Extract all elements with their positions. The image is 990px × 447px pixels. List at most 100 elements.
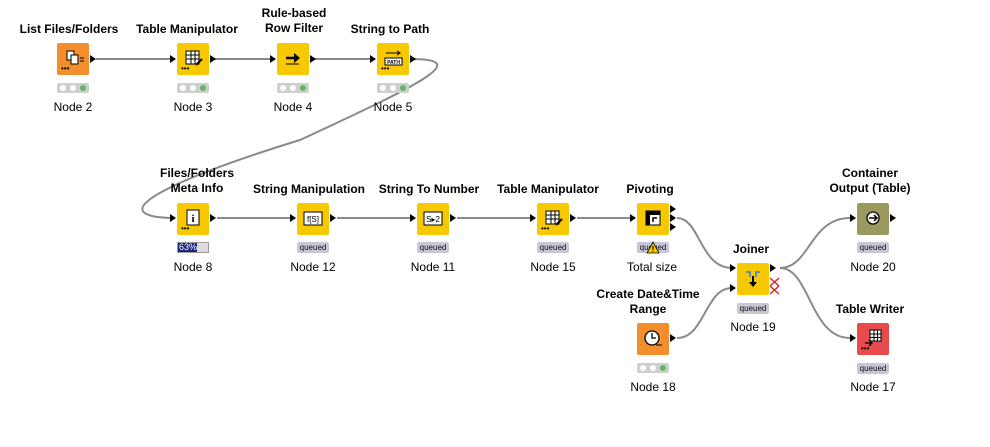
output-port[interactable] bbox=[890, 214, 896, 222]
node-icon-box[interactable] bbox=[637, 203, 669, 235]
output-port-3[interactable] bbox=[670, 223, 676, 231]
node-icon-box[interactable]: i ••• bbox=[177, 203, 209, 235]
node-icon-box[interactable] bbox=[737, 263, 769, 295]
input-port[interactable] bbox=[370, 55, 376, 63]
node-title: Create Date&Time Range bbox=[596, 287, 700, 316]
input-port[interactable] bbox=[170, 55, 176, 63]
node-title: List Files/Folders bbox=[19, 22, 119, 36]
progress-bar: 63% bbox=[177, 242, 209, 253]
output-port[interactable] bbox=[410, 55, 416, 63]
warning-icon[interactable]: ! bbox=[646, 241, 660, 254]
traffic-light bbox=[637, 363, 669, 373]
input-port[interactable] bbox=[270, 55, 276, 63]
output-port[interactable] bbox=[770, 264, 776, 272]
join-icon bbox=[746, 271, 760, 287]
input-port-2[interactable] bbox=[730, 284, 736, 292]
node-label[interactable]: Total size bbox=[626, 260, 678, 274]
traffic-light bbox=[177, 83, 209, 93]
node-icon-box[interactable]: f[S] bbox=[297, 203, 329, 235]
node-title: Joiner bbox=[732, 242, 769, 256]
traffic-light bbox=[377, 83, 409, 93]
node-label[interactable]: Node 15 bbox=[530, 260, 576, 274]
input-port[interactable] bbox=[170, 214, 176, 222]
node-icon-box[interactable]: ••• bbox=[177, 43, 209, 75]
node-label[interactable]: Node 19 bbox=[730, 320, 776, 334]
node-icon-box[interactable] bbox=[857, 203, 889, 235]
node-title: Container Output (Table) bbox=[829, 166, 911, 195]
node-label[interactable]: Node 2 bbox=[53, 100, 93, 114]
input-port[interactable] bbox=[290, 214, 296, 222]
string-function-icon: f[S] bbox=[303, 211, 323, 226]
output-port-1[interactable] bbox=[670, 205, 676, 213]
node-label[interactable]: Node 20 bbox=[850, 260, 896, 274]
node-title: Table Manipulator bbox=[136, 22, 238, 36]
node-title: String to Path bbox=[350, 22, 430, 36]
node-title: Table Writer bbox=[835, 302, 905, 316]
progress-text: 63% bbox=[179, 242, 198, 252]
node-icon-box[interactable]: PATH ••• bbox=[377, 43, 409, 75]
node-menu-dots[interactable]: ••• bbox=[61, 64, 70, 73]
node-icon-box[interactable]: ••• bbox=[857, 323, 889, 355]
node-menu-dots[interactable]: ••• bbox=[541, 224, 550, 233]
string-to-number-icon-text: S▸2 bbox=[426, 215, 440, 224]
input-port[interactable] bbox=[850, 214, 856, 222]
node-title: Table Manipulator bbox=[497, 182, 599, 196]
connection-n18-n19 bbox=[676, 287, 733, 339]
node-label[interactable]: Node 4 bbox=[273, 100, 313, 114]
node-icon-box[interactable]: ••• bbox=[57, 43, 89, 75]
container-output-icon bbox=[866, 211, 880, 225]
table-icon bbox=[185, 50, 203, 66]
node-icon-box[interactable] bbox=[277, 43, 309, 75]
progress-fill bbox=[178, 243, 197, 252]
status-queued: queued bbox=[857, 242, 889, 253]
node-menu-dots[interactable]: ••• bbox=[181, 224, 190, 233]
node-label[interactable]: Node 3 bbox=[173, 100, 213, 114]
input-port[interactable] bbox=[630, 214, 636, 222]
node-menu-dots[interactable]: ••• bbox=[181, 64, 190, 73]
connection-n5-n8 bbox=[141, 58, 439, 219]
input-port-1[interactable] bbox=[730, 264, 736, 272]
traffic-light bbox=[277, 83, 309, 93]
node-icon-box[interactable] bbox=[637, 323, 669, 355]
node-title: Rule-based Row Filter bbox=[261, 6, 327, 35]
node-title: Pivoting bbox=[626, 182, 674, 196]
output-port[interactable] bbox=[670, 334, 676, 342]
connection-n19-n17 bbox=[779, 267, 851, 339]
output-port[interactable] bbox=[210, 55, 216, 63]
node-icon-box[interactable]: S▸2 bbox=[417, 203, 449, 235]
node-menu-dots[interactable]: ••• bbox=[381, 64, 390, 73]
node-label[interactable]: Node 17 bbox=[850, 380, 896, 394]
node-label[interactable]: Node 11 bbox=[410, 260, 456, 274]
input-port[interactable] bbox=[530, 214, 536, 222]
node-title: String To Number bbox=[378, 182, 480, 196]
input-port[interactable] bbox=[410, 214, 416, 222]
info-icon: i bbox=[186, 209, 200, 226]
node-label[interactable]: Node 18 bbox=[630, 380, 676, 394]
node-title: String Manipulation bbox=[253, 182, 365, 196]
output-port[interactable] bbox=[310, 55, 316, 63]
row-filter-arrow-icon bbox=[286, 53, 300, 65]
path-icon: PATH bbox=[384, 50, 403, 66]
node-menu-dots[interactable]: ••• bbox=[861, 344, 870, 353]
output-port[interactable] bbox=[210, 214, 216, 222]
status-queued: queued bbox=[537, 242, 569, 253]
node-label[interactable]: Node 5 bbox=[373, 100, 413, 114]
output-port[interactable] bbox=[450, 214, 456, 222]
inactive-port-x-icon bbox=[769, 277, 780, 295]
input-port[interactable] bbox=[850, 334, 856, 342]
status-queued: queued bbox=[417, 242, 449, 253]
table-icon bbox=[545, 210, 563, 226]
svg-text:!: ! bbox=[652, 245, 655, 254]
string-to-number-icon: S▸2 bbox=[423, 211, 443, 226]
node-icon-box[interactable]: ••• bbox=[537, 203, 569, 235]
status-queued: queued bbox=[737, 303, 769, 314]
output-port-2[interactable] bbox=[670, 214, 676, 222]
output-port[interactable] bbox=[570, 214, 576, 222]
node-label[interactable]: Node 8 bbox=[173, 260, 213, 274]
node-label[interactable]: Node 12 bbox=[290, 260, 336, 274]
output-port[interactable] bbox=[90, 55, 96, 63]
output-port[interactable] bbox=[330, 214, 336, 222]
status-queued: queued bbox=[857, 363, 889, 374]
